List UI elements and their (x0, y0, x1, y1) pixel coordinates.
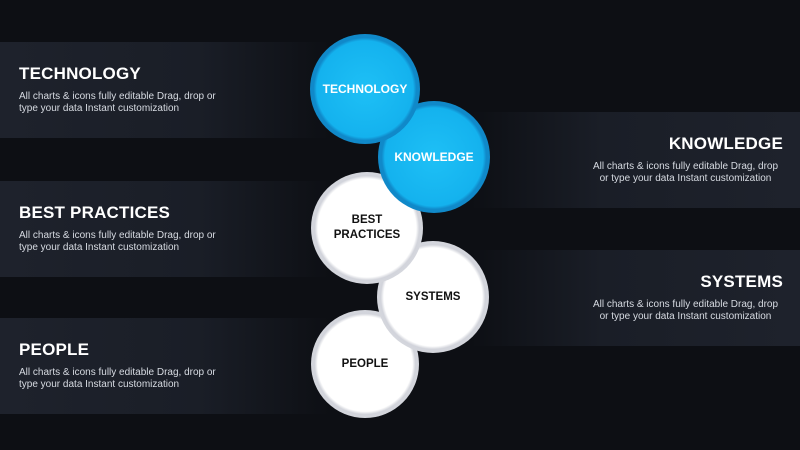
best-practices-description: All charts & icons fully editable Drag, … (19, 230, 216, 253)
people-title: PEOPLE (19, 340, 90, 359)
technology-circle-label: TECHNOLOGY (322, 82, 408, 96)
systems-title: SYSTEMS (700, 272, 783, 291)
best-practices-title: BEST PRACTICES (19, 203, 171, 222)
knowledge-circle-label: KNOWLEDGE (394, 150, 474, 164)
technology-title: TECHNOLOGY (19, 64, 141, 83)
people-circle-label: PEOPLE (341, 357, 389, 370)
knowledge-panel: KNOWLEDGE All charts & icons fully edita… (470, 112, 800, 208)
best-practices-circle-label: BEST PRACTICES (333, 214, 401, 241)
systems-panel: SYSTEMS All charts & icons fully editabl… (470, 250, 800, 346)
knowledge-description: All charts & icons fully editable Drag, … (592, 161, 779, 184)
people-description: All charts & icons fully editable Drag, … (19, 367, 216, 390)
technology-description: All charts & icons fully editable Drag, … (19, 91, 216, 114)
knowledge-title: KNOWLEDGE (668, 134, 783, 153)
systems-circle-label: SYSTEMS (405, 290, 461, 303)
best-practices-panel: BEST PRACTICES All charts & icons fully … (0, 181, 330, 277)
technology-circle: TECHNOLOGY (310, 34, 420, 144)
technology-panel: TECHNOLOGY All charts & icons fully edit… (0, 42, 330, 138)
systems-description: All charts & icons fully editable Drag, … (592, 299, 779, 322)
people-panel: PEOPLE All charts & icons fully editable… (0, 318, 330, 414)
